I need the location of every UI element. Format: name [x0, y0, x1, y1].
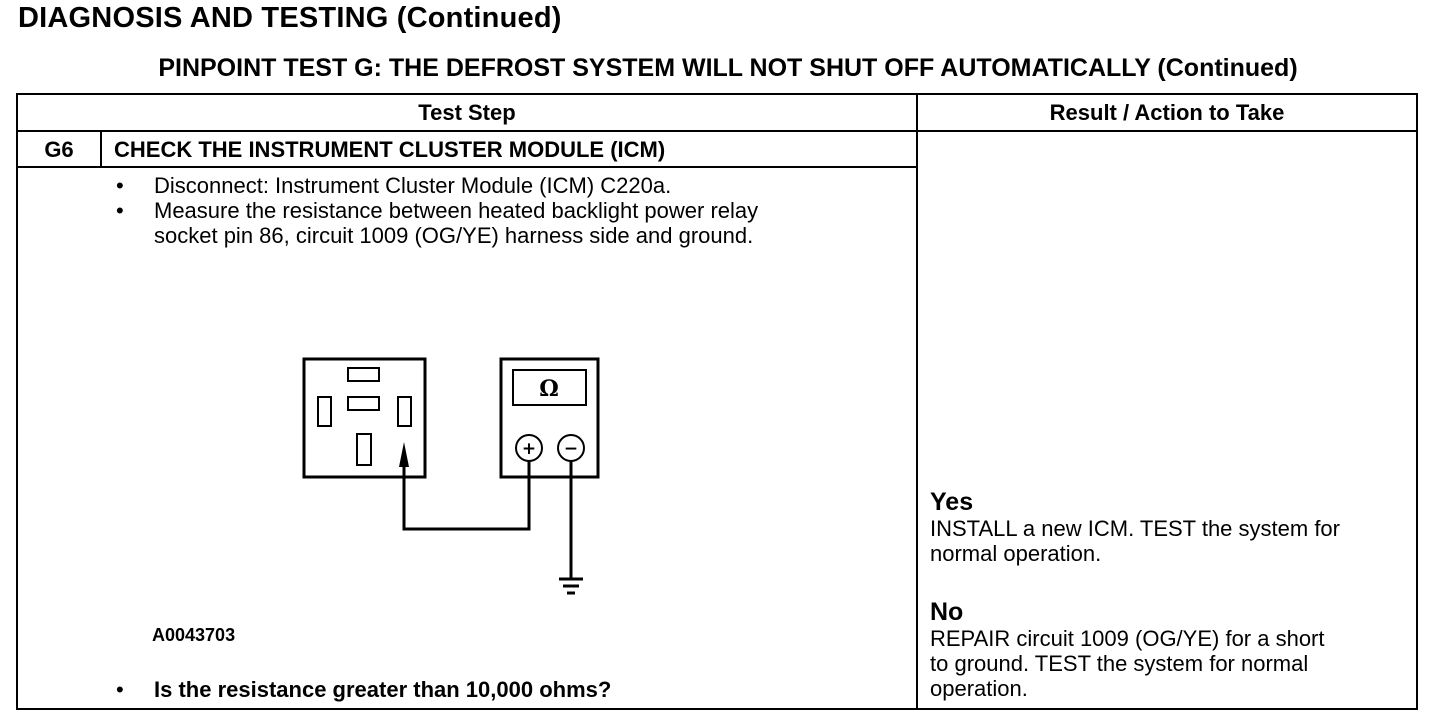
step-title-divider — [18, 166, 918, 168]
bullet-icon: • — [116, 198, 124, 223]
ground-icon — [559, 577, 583, 595]
result-yes-action: normal operation. — [930, 541, 1102, 566]
ohmmeter: Ω + − — [499, 357, 600, 479]
result-no-action: REPAIR circuit 1009 (OG/YE) for a short — [930, 626, 1325, 651]
instruction-text: Disconnect: Instrument Cluster Module (I… — [154, 173, 672, 198]
test-table: Test Step Result / Action to Take G6 CHE… — [16, 93, 1418, 710]
bullet-icon: • — [116, 677, 124, 702]
socket-pin-slot — [317, 396, 332, 427]
result-no-action: operation. — [930, 676, 1028, 701]
step-id-divider — [100, 130, 102, 168]
figure-id: A0043703 — [152, 625, 236, 645]
positive-lead — [402, 461, 531, 531]
socket-pin-86 — [397, 396, 412, 427]
test-question: • Is the resistance greater than 10,000 … — [110, 677, 611, 702]
socket-pin-slot — [347, 367, 380, 382]
instruction-list: • Disconnect: Instrument Cluster Module … — [110, 173, 910, 248]
result-no: No REPAIR circuit 1009 (OG/YE) for a sho… — [930, 598, 1420, 701]
resistance-measurement-diagram: Ω + − — [302, 357, 600, 595]
bullet-icon: • — [116, 173, 124, 198]
result-no-action: to ground. TEST the system for normal — [930, 651, 1309, 676]
question-text: Is the resistance greater than 10,000 oh… — [154, 677, 612, 702]
result-yes: Yes INSTALL a new ICM. TEST the system f… — [930, 488, 1420, 566]
pinpoint-test-title: PINPOINT TEST G: THE DEFROST SYSTEM WILL… — [158, 54, 1298, 82]
socket-pin-slot — [356, 433, 372, 466]
page-title: DIAGNOSIS AND TESTING (Continued) — [18, 2, 562, 34]
step-title: CHECK THE INSTRUMENT CLUSTER MODULE (ICM… — [114, 137, 666, 162]
instruction-item: • Measure the resistance between heated … — [110, 198, 910, 223]
header-divider — [18, 130, 1416, 132]
step-id: G6 — [44, 137, 74, 162]
instruction-item-continued: socket pin 86, circuit 1009 (OG/YE) harn… — [110, 223, 910, 248]
column-header-result: Result / Action to Take — [1049, 100, 1285, 125]
test-leads — [402, 461, 573, 579]
instruction-item: • Disconnect: Instrument Cluster Module … — [110, 173, 910, 198]
ohm-icon: Ω — [539, 376, 559, 402]
minus-icon: − — [564, 439, 578, 459]
relay-socket — [302, 357, 427, 479]
column-header-test-step: Test Step — [418, 100, 516, 125]
plus-icon: + — [522, 439, 536, 459]
socket-pin-slot — [347, 396, 380, 411]
column-divider — [916, 95, 918, 708]
result-no-label: No — [930, 598, 964, 626]
instruction-text: socket pin 86, circuit 1009 (OG/YE) harn… — [154, 223, 754, 248]
instruction-text: Measure the resistance between heated ba… — [154, 198, 759, 223]
probe-tip-icon — [399, 442, 409, 467]
meter-display — [512, 369, 587, 406]
result-yes-action: INSTALL a new ICM. TEST the system for — [930, 516, 1340, 541]
result-yes-label: Yes — [930, 488, 974, 516]
